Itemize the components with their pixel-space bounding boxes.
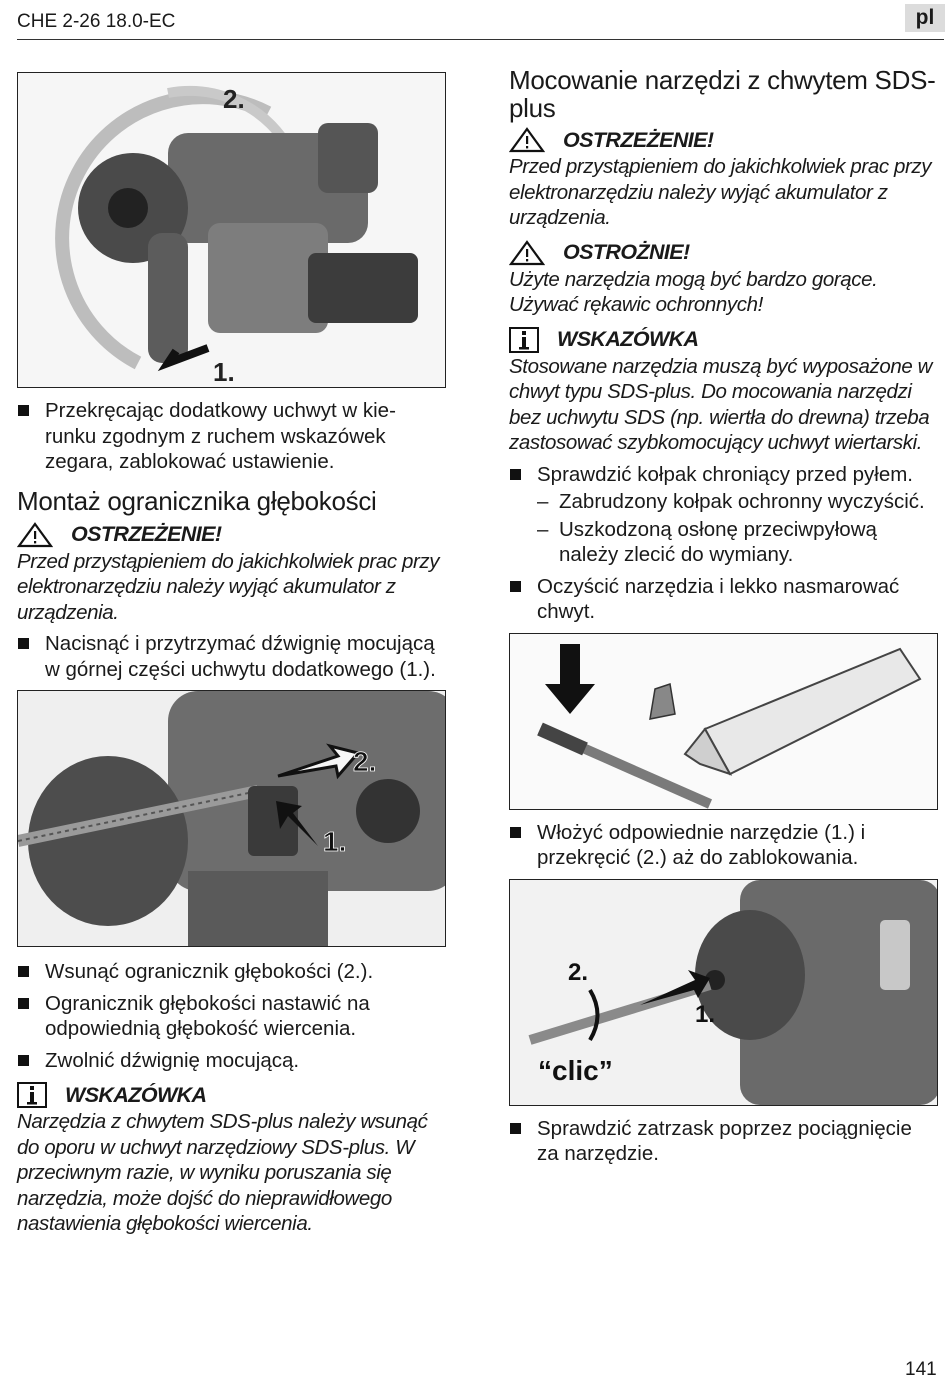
label-step-2: 2.	[223, 84, 245, 114]
clamping-lever	[248, 786, 298, 856]
instruction-check-dust-cap: Sprawdzić kołpak chroniący przed pyłem.	[509, 462, 939, 488]
warning-text: Przed przystąpieniem do jakichkolwiek pr…	[17, 549, 440, 624]
note-header: WSKAZÓWKA	[17, 1081, 447, 1109]
figure-insert-tool: 2. 1. “clic”	[509, 878, 938, 1106]
section-heading-depth-stop: Montaż ogranicznika głębokości	[17, 485, 377, 516]
right-column: Mocowanie narzędzi z chwytem SDS-plus OS…	[509, 66, 939, 1167]
grease-shank-illustration	[510, 633, 937, 809]
label-step-1: 1.	[323, 826, 346, 857]
rotation-arrow-large	[55, 90, 272, 370]
warning-text: Przed przystąpieniem do jakichkolwiek pr…	[509, 155, 932, 229]
hammer-motor	[318, 123, 378, 193]
figure-grease-shank	[509, 632, 938, 810]
instruction-insert-depth-stop: Wsunąć ogranicznik głębokości (2.).	[17, 959, 447, 985]
tube-nozzle	[683, 726, 733, 776]
instruction-clean-grease: Oczyścić narzędzia i lekko nasmarować ch…	[509, 574, 939, 625]
chuck-opening	[108, 188, 148, 228]
press-arrow	[276, 801, 318, 846]
tube-cap	[649, 682, 676, 720]
subitem-clean-cap: Zabrudzony kołpak ochronny wyczyścić.	[509, 489, 939, 515]
info-icon	[509, 326, 539, 353]
down-arrow	[545, 643, 595, 714]
instruction-press-lever: Nacisnąć i przytrzymać dźwignię mocującą…	[17, 631, 447, 682]
instruction-set-depth: Ogranicznik głębokości nastawić na odpow…	[17, 991, 447, 1042]
instruction-insert-tool: Włożyć odpowiednie narzędzie (1.) i prze…	[509, 820, 939, 871]
warning-triangle-icon	[509, 127, 545, 153]
auxiliary-handle-illustration: 2. 1.	[18, 73, 445, 387]
instruction-check-latch: Sprawdzić zatrzask poprzez pociągnięcie …	[509, 1116, 939, 1167]
note-header: WSKAZÓWKA	[509, 326, 939, 354]
note-text: Narzędzia z chwytem SDS-plus należy wsun…	[17, 1110, 428, 1235]
mode-selector-knob	[356, 779, 420, 843]
warning-triangle-icon	[17, 521, 53, 548]
caution-triangle-icon	[509, 239, 545, 266]
page-number: 141	[905, 1359, 937, 1380]
hammer-chuck	[695, 909, 805, 1040]
rotate-arrow	[588, 988, 600, 1041]
warning-header: OSTRZEŻENIE!	[17, 521, 447, 549]
caution-title: OSTROŻNIE!	[563, 240, 690, 264]
slide-arrow	[277, 743, 361, 780]
click-label: “clic”	[538, 1055, 613, 1086]
note-title: WSKAZÓWKA	[557, 327, 699, 351]
tool-shank	[528, 979, 712, 1045]
hammer-chuck	[28, 756, 188, 926]
language-badge: pl	[905, 4, 945, 32]
auxiliary-handle	[148, 233, 188, 363]
depth-stop-illustration: 2. 1.	[18, 691, 445, 946]
lock-arrow	[157, 344, 210, 372]
depth-stop-lever	[880, 919, 910, 990]
insert-tool-illustration: 2. 1. “clic”	[510, 879, 937, 1105]
figure-depth-stop: 2. 1.	[17, 690, 446, 947]
label-step-2: 2.	[568, 959, 588, 986]
note-title: WSKAZÓWKA	[65, 1082, 207, 1107]
note-text: Stosowane narzędzia muszą być wyposażone…	[509, 354, 933, 455]
insert-arrow	[640, 969, 710, 1005]
left-column: 2. 1. Przekręcając dodatkowy uchwyt w ki…	[17, 72, 447, 1237]
battery-pack	[308, 253, 418, 323]
hammer-housing	[168, 691, 445, 891]
warning-header: OSTRZEŻENIE!	[509, 126, 939, 154]
label-step-1: 1.	[695, 1001, 715, 1028]
section-heading-tool-mounting: Mocowanie narzędzi z chwytem SDS-plus	[509, 65, 936, 123]
subitem-replace-cap: Uszkodzoną osłonę przeciwpyłową należy z…	[509, 517, 939, 568]
handle-base	[188, 871, 328, 946]
caution-text: Użyte narzędzia mogą być bardzo gorące. …	[509, 267, 878, 317]
hammer-handle	[208, 223, 328, 333]
document-code: CHE 2-26 18.0-EC	[17, 11, 176, 32]
warning-title: OSTRZEŻENIE!	[71, 522, 222, 546]
caution-header: OSTROŻNIE!	[509, 239, 939, 267]
header-divider	[17, 39, 944, 40]
label-step-2: 2.	[353, 746, 376, 777]
instruction-release-lever: Zwolnić dźwignię mocującą.	[17, 1048, 447, 1074]
label-step-1: 1.	[213, 357, 235, 387]
info-icon	[17, 1082, 47, 1108]
warning-title: OSTRZEŻENIE!	[563, 127, 714, 152]
instruction-lock-handle: Przekręcając dodatkowy uchwyt w kie-runk…	[17, 398, 447, 475]
figure-auxiliary-handle: 2. 1.	[17, 72, 446, 388]
